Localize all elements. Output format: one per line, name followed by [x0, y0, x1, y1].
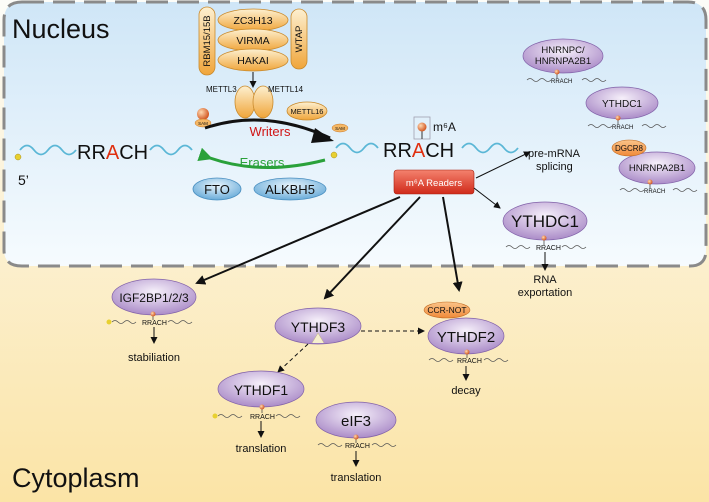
ythdc1-main-reader: YTHDC1 RRACH: [502, 201, 588, 271]
alkbh5-label: ALKBH5: [265, 182, 315, 197]
igf2bp-rrach: RRACH: [142, 320, 167, 327]
rna-left-wave-a: [19, 144, 77, 156]
mettl16-label: METTL16: [291, 107, 324, 116]
ythdc1-top-label: YTHDC1: [602, 99, 642, 110]
ythdc1-top-rrach: RRACH: [612, 125, 633, 131]
mettl16-ellipse: [286, 101, 328, 121]
fto-label: FTO: [204, 182, 230, 197]
eif3-label: eIF3: [341, 413, 371, 430]
ythdf2-reader: CCR-NOT YTHDF2 RRACH: [423, 301, 509, 381]
splicing-label-1: pre-mRNA: [528, 148, 581, 160]
rna-right-cap: [330, 151, 338, 159]
wtap-label: WTAP: [294, 26, 305, 53]
arrow-to-igf2bp: [195, 196, 401, 285]
mettl3-shape: [234, 85, 256, 119]
rna-left-cap: [14, 153, 22, 161]
m6a-label: m⁶A: [433, 120, 456, 134]
nucleus-membrane: [2, 0, 708, 268]
rbm15-label: RBM15/15B: [202, 15, 213, 66]
sam-left-ball: [197, 108, 209, 120]
hnrnpa2b1-label: HNRNPA2B1: [629, 163, 685, 174]
ythdf3-reader: YTHDF3: [274, 307, 362, 345]
virma-label: VIRMA: [236, 35, 269, 47]
igf2bp-label: IGF2BP1/2/3: [119, 291, 189, 305]
sam-right-label: SAM: [335, 126, 345, 131]
readers-box: [393, 169, 475, 195]
ythdc1-main-label: YTHDC1: [511, 212, 579, 231]
rna-right-wave-a: [335, 142, 379, 154]
ythdf1-label: YTHDF1: [234, 382, 289, 398]
rna-right-wave-b: [461, 142, 519, 154]
erasers-label: Erasers: [240, 155, 285, 170]
sam-left-label: SAM: [198, 121, 208, 126]
hakai-ellipse: [217, 48, 289, 72]
mettl14-shape: [252, 85, 274, 119]
mettl3-label: METTL3: [206, 85, 237, 94]
export-label-1: RNA: [533, 274, 557, 286]
fto-ellipse: [192, 177, 242, 201]
hnrnpa2b1-rrach: RRACH: [644, 189, 665, 195]
dgcr8-label: DGCR8: [615, 144, 644, 153]
splicing-label-2: splicing: [536, 161, 573, 173]
rna-left-wave-b: [149, 144, 193, 156]
writers-arrowhead: [311, 128, 334, 143]
stabiliation-label: stabiliation: [128, 352, 180, 364]
writer-complex: RBM15/15B ZC3H13 VIRMA HAKAI WTAP METTL3…: [194, 6, 349, 133]
rrach-left-motif: RRACH: [77, 142, 148, 164]
ythdf3-label: YTHDF3: [291, 319, 346, 335]
writers-label: Writers: [250, 124, 291, 139]
m6a-ball: [417, 122, 427, 132]
ythdf2-label: YTHDF2: [437, 329, 495, 346]
hnrnpc-label-2: HNRNPA2B1: [535, 56, 591, 67]
arrow-to-splicing: [475, 151, 531, 179]
alkbh5-ellipse: [253, 177, 327, 201]
ythdf1-rrach: RRACH: [250, 414, 275, 421]
wtap-capsule: [290, 8, 308, 70]
erasers-arrow: [197, 147, 326, 170]
five-prime-label: 5’: [18, 172, 29, 188]
translation-label-1: translation: [236, 443, 287, 455]
rrach-right-motif: RRACH: [383, 140, 454, 162]
sam-right-tag: [331, 123, 349, 133]
hnrnpc-reader: HNRNPC/ HNRNPA2B1 RRACH: [522, 38, 607, 85]
ythdc1-main-rrach: RRACH: [536, 245, 561, 252]
readers-label: m⁶A Readers: [406, 178, 462, 189]
eif3-rrach: RRACH: [345, 443, 370, 450]
ccr-not-label: CCR-NOT: [427, 305, 466, 315]
rbm15-capsule: [198, 6, 216, 76]
hnrnpc-rrach: RRACH: [551, 79, 572, 85]
ythdf1-reader: YTHDF1 RRACH: [212, 370, 305, 438]
sam-left-tag: [194, 118, 212, 128]
hakai-label: HAKAI: [237, 55, 269, 67]
translation-label-2: translation: [331, 472, 382, 484]
decay-label: decay: [451, 385, 481, 397]
nucleus-label: Nucleus: [12, 14, 110, 44]
cytoplasm-label: Cytoplasm: [12, 463, 140, 493]
hnrnpc-label-1: HNRNPC/: [541, 45, 585, 56]
ythdc1-top-reader: YTHDC1 RRACH: [585, 86, 667, 131]
arrow-to-ythdc1: [473, 187, 501, 209]
export-label-2: exportation: [518, 287, 572, 299]
ythdf2-rrach: RRACH: [457, 358, 482, 365]
arrow-to-ythdf2: [442, 196, 463, 292]
zc3h13-label: ZC3H13: [233, 15, 272, 27]
hnrnpa2b1-reader: DGCR8 HNRNPA2B1 RRACH: [611, 139, 698, 195]
arrow-to-ythdf3: [323, 196, 421, 300]
mettl14-label: METTL14: [268, 85, 304, 94]
igf2bp-reader: IGF2BP1/2/3 RRACH: [106, 278, 197, 344]
eif3-reader: eIF3 RRACH: [315, 401, 397, 467]
